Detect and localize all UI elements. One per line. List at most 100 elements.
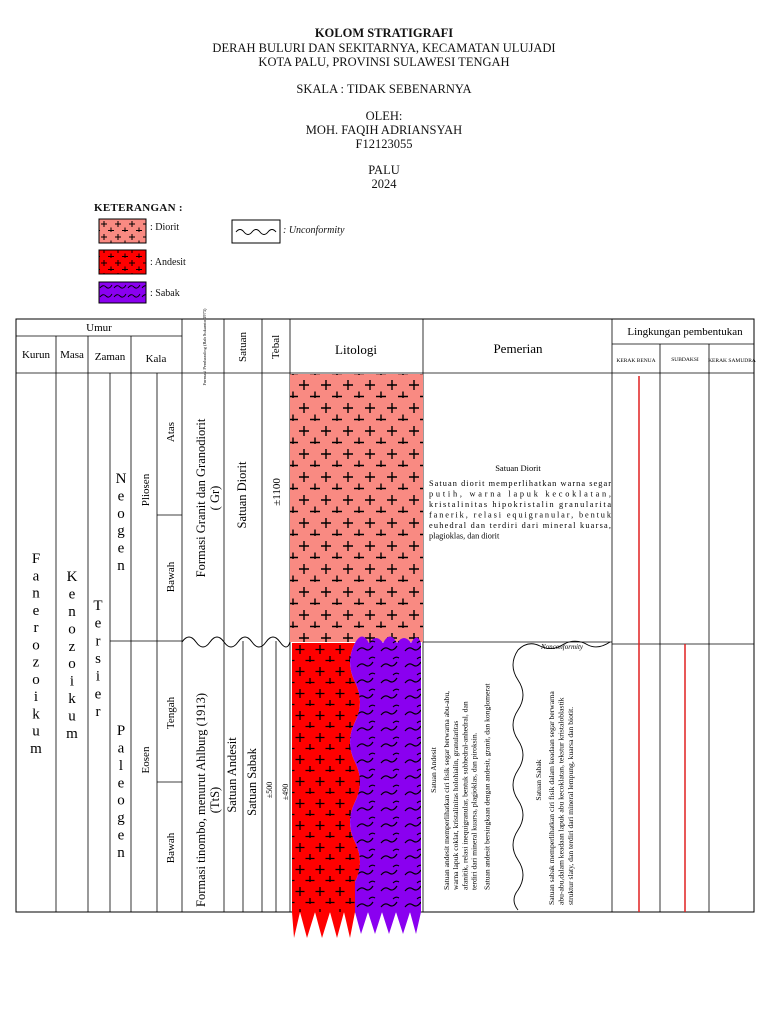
- legend-unconformity-line: [235, 229, 277, 235]
- neogen-letter: N: [116, 471, 127, 487]
- masa-letter: o: [68, 656, 76, 672]
- tebal-sabak: ±490: [281, 784, 290, 800]
- unconformity-line: [181, 636, 291, 648]
- kurun-letter: k: [32, 706, 40, 722]
- desc-andesit-line: Satuan andesit bersingkaan dengan andesi…: [482, 683, 491, 890]
- desc-andesit-line: Satuan andesit memperlihatkan ciri fisik…: [442, 691, 451, 890]
- kurun-letter: z: [33, 655, 40, 671]
- zaman-letter: r: [96, 704, 101, 720]
- zaman-letter: i: [96, 669, 100, 685]
- masa-letter: n: [68, 604, 76, 620]
- kurun-letter: i: [34, 689, 38, 705]
- desc-diorit-line: euhedral dan terdiri dari mineral kuarsa…: [429, 521, 611, 530]
- header-umur: Umur: [86, 322, 112, 334]
- masa-letter: z: [69, 639, 76, 655]
- tebal-diorit: ±1100: [271, 478, 283, 506]
- header-kerak-benua: KERAK BENUA: [616, 358, 655, 364]
- header-formasi: Formasi Pembanding (Rab Sukamto 1973): [202, 308, 207, 385]
- tebal-andesit: ±500: [265, 782, 274, 798]
- header-kala: Kala: [146, 353, 167, 365]
- desc-diorit-line: fanerik, relasi equigranular, bentuk: [429, 511, 612, 520]
- kurun-letter: F: [32, 551, 40, 567]
- location-line-2: KOTA PALU, PROVINSI SULAWESI TENGAH: [258, 55, 510, 69]
- desc-sabak-line: struktur slaty, dan terdiri dari mineral…: [566, 707, 575, 905]
- lithology-sabak-pattern: [350, 636, 421, 912]
- masa-letter: k: [68, 691, 76, 707]
- paleogen-letter: e: [118, 828, 125, 844]
- legend-swatch-andesit-pattern: [99, 250, 146, 274]
- header-satuan: Satuan: [237, 332, 249, 362]
- neogen-letter: g: [117, 523, 125, 539]
- lithology-diorit-pattern: [290, 374, 423, 642]
- desc-sabak-line: Satuan sabak memperlihatkan ciri fisik d…: [547, 691, 556, 905]
- paleogen-letter: a: [118, 740, 125, 756]
- header-pemerian: Pemerian: [493, 341, 543, 356]
- subepoch-bawah-lower: Bawah: [165, 832, 177, 863]
- kurun-letter: u: [32, 724, 40, 740]
- legend-label-diorit: : Diorit: [150, 222, 180, 233]
- paleogen-letter: l: [119, 758, 123, 774]
- satuan-andesit: Satuan Andesit: [225, 737, 239, 813]
- masa-letter: u: [68, 709, 76, 725]
- legend-title: KETERANGAN :: [94, 202, 183, 214]
- masa-letter: m: [66, 726, 78, 742]
- desc-diorit-title: Satuan Diorit: [495, 463, 541, 473]
- kurun-letter: a: [33, 568, 40, 584]
- legend-label-andesit: : Andesit: [150, 257, 186, 268]
- desc-andesit-text: Satuan Andesit Satuan andesit memperlihat…: [429, 683, 491, 890]
- neogen-letter: n: [117, 558, 125, 574]
- zaman-letter: T: [93, 598, 102, 614]
- formation-lower: Formasi tinombo, menurut Ahlburg (1913): [194, 693, 208, 907]
- kurun-letter: r: [34, 620, 39, 636]
- lithology-andesit-pattern: [292, 643, 360, 912]
- kurun-letter: o: [32, 672, 40, 688]
- masa-letter: e: [69, 586, 76, 602]
- desc-diorit-line: plagioklas, dan diorit: [429, 532, 500, 541]
- subepoch-atas: Atas: [165, 422, 177, 442]
- location-line-1: DERAH BULURI DAN SEKITARNYA, KECAMATAN U…: [212, 41, 556, 55]
- header-tebal: Tebal: [270, 335, 282, 359]
- zaman-letter: e: [95, 686, 102, 702]
- author-name: MOH. FAQIH ADRIANSYAH: [305, 123, 463, 137]
- neogen-letter: e: [118, 488, 125, 504]
- nonconformity-label: Nonconformity: [540, 643, 584, 651]
- page-title: KOLOM STRATIGRAFI: [314, 26, 454, 40]
- legend-label-unconformity: : Unconformity: [283, 225, 345, 236]
- desc-diorit-line: putih, warna lapuk kecoklatan,: [429, 490, 611, 499]
- formation-upper-code: ( Gr): [208, 486, 222, 511]
- zaman-letter: e: [95, 616, 102, 632]
- subepoch-bawah-upper: Bawah: [165, 561, 177, 592]
- desc-andesit-line: warna lapuk coklat, kristalinitas holohi…: [451, 721, 460, 890]
- header-kurun: Kurun: [22, 349, 51, 361]
- subepoch-tengah: Tengah: [165, 696, 177, 729]
- desc-andesit-line: afanitik, relasi inequigranular, bentuk …: [460, 701, 469, 890]
- legend-swatch-unconformity: [231, 219, 281, 244]
- satuan-sabak: Satuan Sabak: [245, 747, 259, 815]
- neogen-letter: o: [117, 506, 125, 522]
- epoch-eosen: Eosen: [140, 746, 152, 773]
- kurun-letter: n: [32, 586, 40, 602]
- header-zaman: Zaman: [95, 351, 126, 363]
- by-label: OLEH:: [365, 109, 403, 123]
- author-id: F12123055: [355, 137, 413, 151]
- year-text: 2024: [371, 177, 397, 191]
- paleogen-letter: n: [117, 845, 125, 861]
- city-text: PALU: [368, 163, 400, 177]
- zaman-letter: s: [95, 651, 101, 667]
- desc-andesit-title: Satuan Andesit: [429, 746, 438, 793]
- satuan-diorit: Satuan Diorit: [235, 461, 249, 529]
- header-litologi: Litologi: [335, 342, 377, 357]
- desc-diorit-line: Satuan diorit memperlihatkan warna segar: [429, 479, 611, 488]
- legend-swatch-sabak-pattern: [99, 282, 146, 303]
- formation-upper: Formasi Granit dan Granodiorit: [194, 418, 208, 577]
- paleogen-letter: P: [117, 723, 125, 739]
- kurun-letter: e: [33, 603, 40, 619]
- zaman-letter: r: [96, 633, 101, 649]
- desc-andesit-line: terdiri dari mineral kuarsa, plagioklas,…: [469, 732, 478, 890]
